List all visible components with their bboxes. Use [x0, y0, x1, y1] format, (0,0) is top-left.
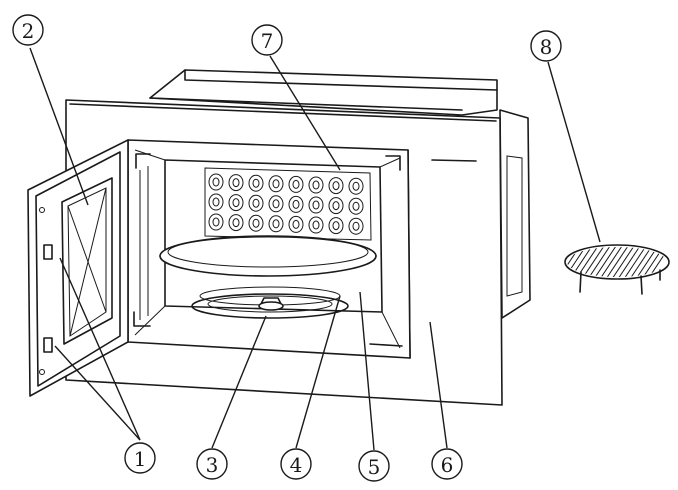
grille-hole-inner [332, 181, 340, 191]
callout-8: 8 [530, 30, 562, 62]
grille-hole-inner [312, 180, 320, 190]
callout-7-label: 7 [261, 29, 274, 53]
callout-7: 7 [251, 24, 283, 56]
grille-hole [208, 213, 224, 231]
callout-8-label: 8 [540, 35, 553, 59]
door [27, 139, 129, 397]
grille-hole-inner [252, 178, 260, 188]
grille-hole [228, 194, 244, 212]
callout-5-label: 5 [368, 455, 381, 479]
callout-6-label: 6 [441, 453, 454, 477]
grille-hole-inner [292, 219, 300, 229]
callout-2: 2 [12, 14, 44, 46]
grille-hole-inner [352, 221, 360, 231]
grille-hole-inner [292, 199, 300, 209]
grille-hole [268, 215, 284, 233]
grille-hole [228, 214, 244, 232]
grille-hole-inner [232, 218, 240, 228]
grille-hole [248, 214, 264, 232]
grille-hole [288, 175, 304, 193]
callout-5: 5 [358, 450, 390, 482]
rack-wire [589, 247, 621, 277]
callout-1: 1 [124, 442, 156, 474]
callout-2-label: 2 [22, 19, 35, 43]
grille-hole-inner [352, 181, 360, 191]
grille-hole-inner [212, 177, 220, 187]
grille-hole [228, 174, 244, 192]
grille-hole [248, 194, 264, 212]
grille-hole [268, 195, 284, 213]
grill-rack [530, 240, 670, 295]
grille-hole [328, 177, 344, 195]
grille-hole-inner [332, 221, 340, 231]
grille-hole [328, 217, 344, 235]
grille-hole [308, 216, 324, 234]
callout-3-label: 3 [206, 453, 219, 477]
grille-hole [308, 196, 324, 214]
grille-hole-inner [232, 178, 240, 188]
rack-wire [595, 247, 627, 277]
grille-hole-inner [272, 179, 280, 189]
callout-4: 4 [280, 448, 312, 480]
grille-hole [248, 174, 264, 192]
rack-wire [601, 247, 633, 277]
grille-hole [208, 173, 224, 191]
grille-hole-inner [252, 198, 260, 208]
callout-1-label: 1 [134, 447, 147, 471]
grille-hole-inner [272, 199, 280, 209]
back-wall-grille [204, 167, 372, 241]
callout-4-label: 4 [290, 453, 303, 477]
grille-hole-inner [352, 201, 360, 211]
rack-wire [643, 247, 667, 277]
grille-hole-inner [312, 220, 320, 230]
rack-wire [583, 247, 615, 277]
grille-hole-inner [292, 179, 300, 189]
grille-hole-inner [312, 200, 320, 210]
grille-hole-inner [212, 217, 220, 227]
grille-hole-inner [212, 197, 220, 207]
callout-6: 6 [431, 448, 463, 480]
grille-hole-inner [332, 201, 340, 211]
grille-hole [268, 175, 284, 193]
grille-hole-inner [232, 198, 240, 208]
grille-hole-inner [252, 218, 260, 228]
grille-hole [208, 193, 224, 211]
grille-hole-inner [272, 219, 280, 229]
callout-3: 3 [196, 448, 228, 480]
leader-lines [29, 47, 601, 451]
grille-hole [328, 197, 344, 215]
grille-hole [348, 197, 364, 215]
grille-hole [348, 177, 364, 195]
grille-hole [348, 217, 364, 235]
glass-tray [159, 235, 377, 277]
rack-wire [530, 240, 560, 285]
rack-wire [536, 240, 566, 285]
grille-hole [288, 195, 304, 213]
grille-hole [308, 176, 324, 194]
grille-hole [288, 215, 304, 233]
